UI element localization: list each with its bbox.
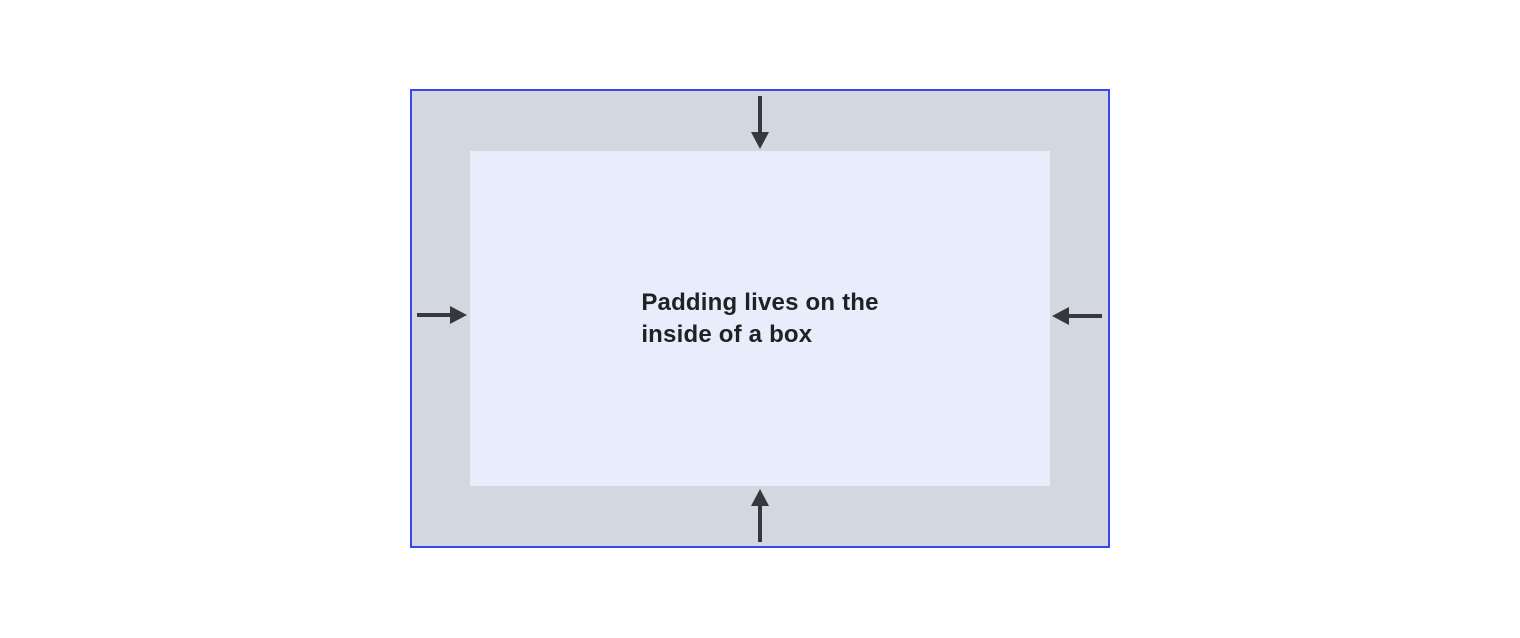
arrow-down-icon	[751, 96, 769, 149]
content-box: Padding lives on the inside of a box	[470, 151, 1050, 486]
arrow-right-icon	[417, 306, 467, 324]
padding-caption-line-1: Padding lives on the	[641, 288, 879, 316]
arrow-left-icon	[1052, 307, 1102, 325]
border-box: Padding lives on the inside of a box	[410, 89, 1110, 548]
padding-caption: Padding lives on the inside of a box	[641, 287, 878, 351]
padding-caption-line-2: inside of a box	[641, 320, 813, 348]
arrow-up-icon	[751, 489, 769, 542]
